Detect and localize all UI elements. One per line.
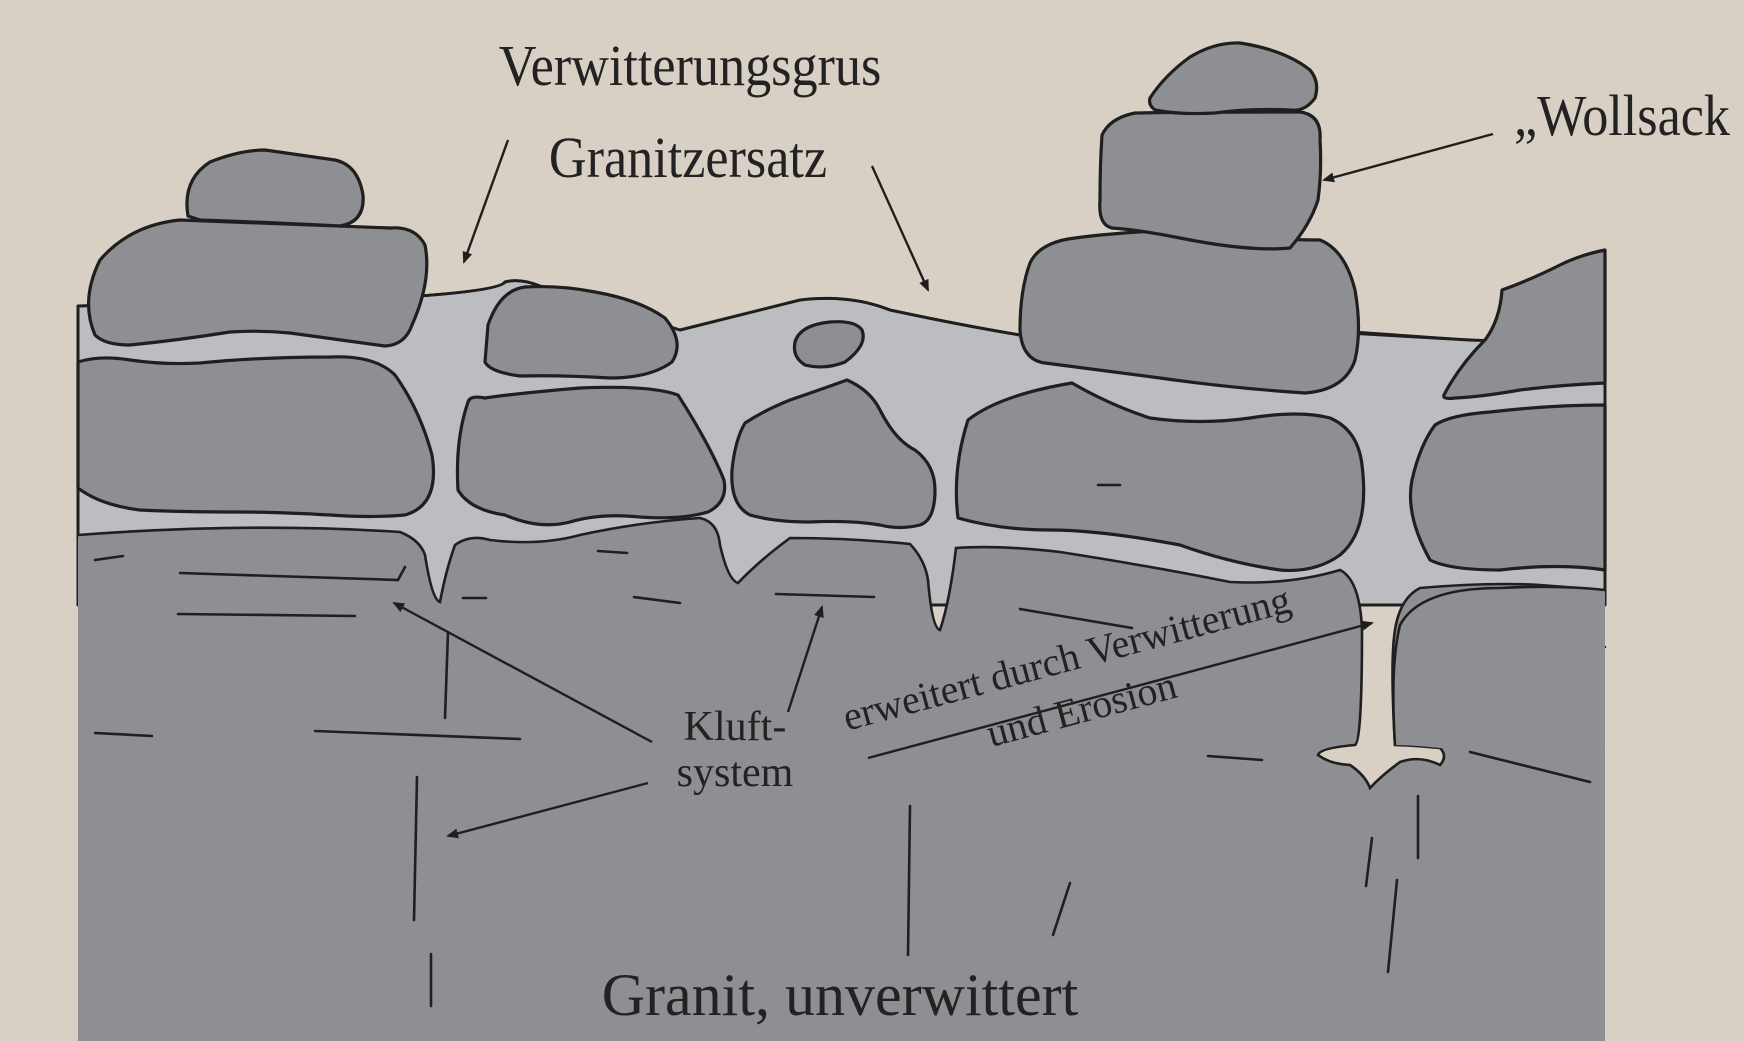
label-verwitterungsgrus: Verwitterungsgrus	[499, 33, 882, 97]
label-kluft-line1: Kluft-	[684, 704, 787, 750]
label-kluft-line2: system	[677, 750, 794, 796]
label-wollsack: „Wollsack	[1514, 83, 1730, 147]
label-granitzersatz: Granitzersatz	[549, 125, 827, 189]
label-granit-unverwittert: Granit, unverwittert	[602, 962, 1079, 1028]
